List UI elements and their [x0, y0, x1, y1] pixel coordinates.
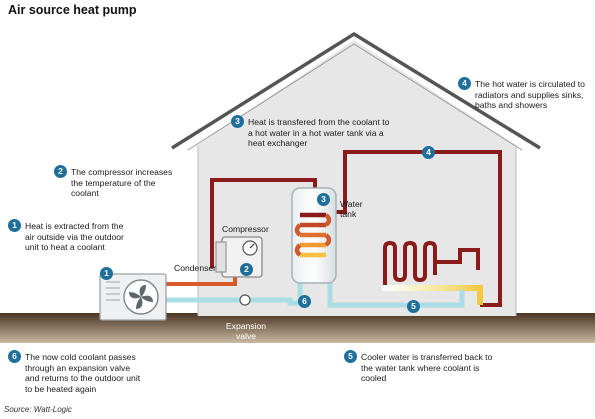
radiator-return: [382, 285, 483, 305]
house-roof-inner: [187, 43, 523, 151]
house-roof: [171, 31, 541, 150]
step-4-badge: 4: [458, 77, 471, 90]
source-credit: Source: Watt-Logic: [4, 405, 72, 414]
step-6-text: The now cold coolant passes through an e…: [25, 352, 141, 394]
outdoor-vents: [106, 281, 120, 301]
label-condenser: Condenser: [174, 263, 217, 273]
hot-pipe-condenser: [210, 178, 317, 268]
step-2-text: The compressor increases the temperature…: [71, 167, 173, 199]
expansion-valve: [239, 294, 251, 306]
label-compressor: Compressor: [222, 224, 269, 234]
diagram-badge-6: 6: [298, 295, 311, 308]
step-1-text: Heat is extracted from the air outside v…: [25, 221, 124, 253]
step-5-text: Cooler water is transferred back to the …: [361, 352, 493, 384]
step-6-badge: 6: [8, 350, 21, 363]
ground: [0, 313, 595, 343]
tank-coil: [294, 212, 332, 258]
hot-pipe-radiator-feed: [433, 248, 480, 275]
diagram-badge-5: 5: [407, 300, 420, 313]
step-3-text: Heat is transfered from the coolant to a…: [248, 117, 390, 149]
radiator-coil: [383, 240, 437, 285]
label-water-tank: Water tank: [340, 199, 363, 219]
diagram-badge-3: 3: [317, 193, 330, 206]
diagram-badge-2: 2: [240, 263, 253, 276]
page-title: Air source heat pump: [8, 3, 137, 17]
step-1-badge: 1: [8, 219, 21, 232]
diagram-badge-4: 4: [422, 146, 435, 159]
fan-icon: [129, 285, 153, 309]
label-expansion-valve: Expansion valve: [225, 321, 267, 341]
step-4-text: The hot water is circulated to radiators…: [475, 79, 585, 111]
step-5-badge: 5: [344, 350, 357, 363]
step-3-badge: 3: [231, 115, 244, 128]
condenser-unit: [215, 241, 227, 273]
diagram-badge-1: 1: [100, 267, 113, 280]
step-2-badge: 2: [54, 165, 67, 178]
